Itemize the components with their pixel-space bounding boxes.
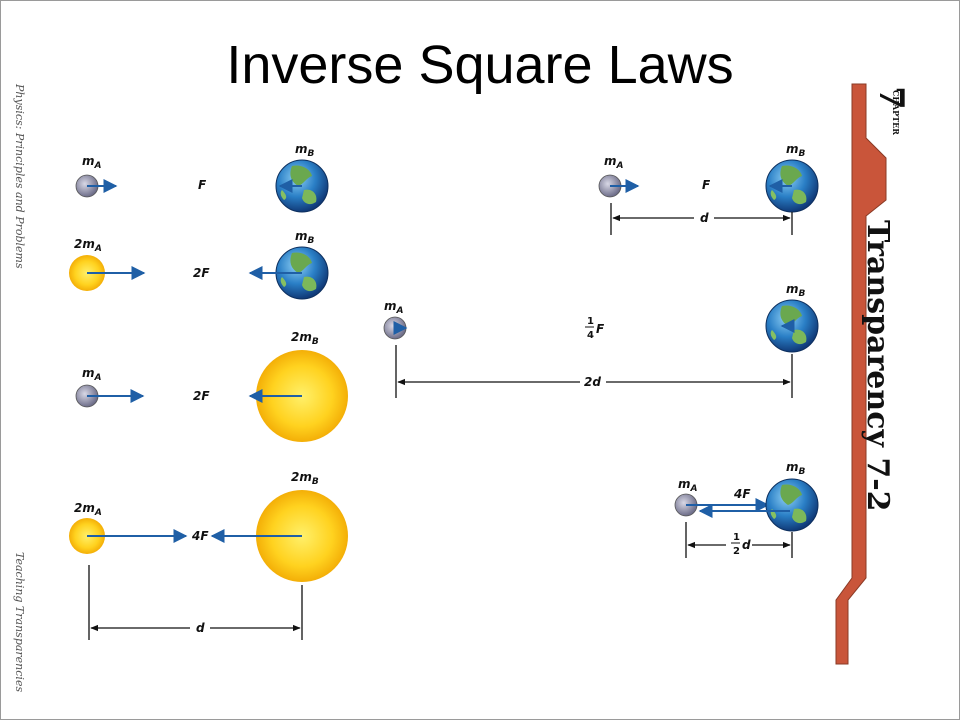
label-mB: mB bbox=[786, 460, 806, 477]
label-quarter-num: 1 bbox=[587, 316, 594, 327]
label-4F: 4F bbox=[733, 487, 751, 501]
label-2mB: 2mB bbox=[291, 470, 319, 487]
label-half-num: 1 bbox=[733, 532, 740, 543]
label-mB: mB bbox=[295, 229, 315, 246]
label-4F: 4F bbox=[191, 529, 209, 543]
chapter-number: 7 bbox=[871, 86, 911, 110]
label-2mA: 2mA bbox=[74, 501, 102, 518]
slide-title: Inverse Square Laws bbox=[226, 35, 734, 95]
chapter-label: CHAPTER bbox=[891, 90, 901, 135]
label-2F: 2F bbox=[193, 266, 210, 280]
label-quarter-den: 4 bbox=[587, 330, 594, 341]
label-half-den: 2 bbox=[733, 546, 740, 557]
label-mA: mA bbox=[384, 299, 404, 316]
label-mB: mB bbox=[786, 282, 806, 299]
label-F: F bbox=[198, 178, 207, 192]
label-mA: mA bbox=[604, 154, 624, 171]
row2-left: 2mA 2F mB bbox=[69, 229, 329, 300]
row4-left: 2mA 4F 2mB d bbox=[69, 470, 348, 640]
chapter-banner: CHAPTER 7 Transparency 7-2 bbox=[835, 83, 911, 665]
row3-right: mA 4F mB 1 2 d bbox=[674, 460, 819, 558]
label-d: d bbox=[742, 538, 751, 552]
label-2mA: 2mA bbox=[74, 237, 102, 254]
row3-left: mA 2F 2mB bbox=[75, 330, 348, 442]
row2-right: mA 1 4 F mB 2d bbox=[383, 282, 819, 398]
earth-icon bbox=[765, 478, 819, 532]
row1-left: mA F mB bbox=[75, 142, 329, 213]
label-mA: mA bbox=[82, 154, 102, 171]
banner-shape bbox=[835, 83, 887, 665]
label-mB: mB bbox=[786, 142, 806, 159]
label-2mB: 2mB bbox=[291, 330, 319, 347]
transparency-label: Transparency 7-2 bbox=[860, 220, 895, 512]
label-2F: 2F bbox=[193, 389, 210, 403]
label-2d: 2d bbox=[584, 375, 601, 389]
label-mA: mA bbox=[82, 366, 102, 383]
label-F: F bbox=[596, 322, 605, 336]
label-d: d bbox=[700, 211, 709, 225]
label-mB: mB bbox=[295, 142, 315, 159]
row1-right: mA F mB d bbox=[598, 142, 819, 235]
label-F: F bbox=[702, 178, 711, 192]
label-mA: mA bbox=[678, 477, 698, 494]
label-d: d bbox=[196, 621, 205, 635]
